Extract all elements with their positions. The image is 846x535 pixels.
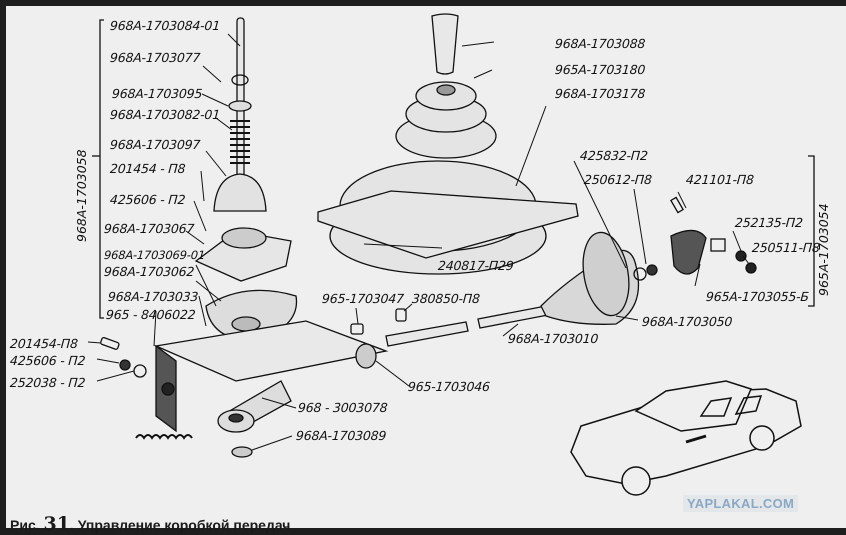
figure-caption: Рис. 31. Управление коробкой передач bbox=[10, 513, 290, 535]
label-knob: 968А-1703088 bbox=[554, 36, 646, 51]
car-illustration bbox=[570, 380, 802, 496]
label-lock-washer-upper: 425606 - П2 bbox=[109, 192, 186, 207]
label-clamp: 965-1703047 bbox=[321, 291, 405, 306]
label-boot-clip: 240817-П29 bbox=[437, 258, 515, 273]
label-boot-large: 968А-1703178 bbox=[554, 86, 646, 101]
label-washer-top: 968А-1703095 bbox=[111, 86, 203, 101]
label-lock-washer-right: 425832-П2 bbox=[579, 148, 649, 163]
label-bolt-right: 421101-П8 bbox=[685, 172, 755, 187]
label-bushing: 965-1703046 bbox=[407, 379, 491, 394]
label-ball-joint: 968А-1703097 bbox=[109, 137, 201, 152]
left-group-bracket bbox=[99, 19, 104, 319]
caption-prefix: Рис. bbox=[10, 517, 40, 533]
left-assembly-label: 968А-1703058 bbox=[74, 149, 89, 242]
label-spring: 968А-1703082-01 bbox=[109, 107, 221, 122]
label-lock-washer-lower: 425606 - П2 bbox=[9, 353, 86, 368]
label-lever-base: 968А-1703062 bbox=[103, 264, 195, 279]
diagram-sheet: 968А-1703058 965А-1703054 968А-1703084-0… bbox=[6, 6, 846, 535]
label-bottom-washer: 968А-1703089 bbox=[295, 428, 387, 443]
shaft-part bbox=[350, 305, 549, 369]
label-shaft: 968А-1703010 bbox=[507, 331, 599, 346]
label-nut-small: 250511-П8 bbox=[751, 240, 821, 255]
exploded-view-drawing bbox=[87, 13, 815, 496]
label-flange: 965А-1703055-Б bbox=[705, 289, 810, 304]
label-bolt-lower: 201454-П8 bbox=[9, 336, 79, 351]
knob-part bbox=[431, 13, 459, 75]
floor-cover-plate bbox=[317, 190, 579, 259]
label-rivet: 965 - 8406022 bbox=[105, 307, 196, 322]
return-spring-part bbox=[135, 434, 193, 440]
label-plate: 968А-1703033 bbox=[107, 289, 199, 304]
lever-housing-part bbox=[194, 227, 292, 282]
leader-lines bbox=[87, 33, 750, 451]
lever-rod-part bbox=[228, 17, 252, 179]
label-washer-right: 252135-П2 bbox=[734, 215, 804, 230]
label-lock-ring: 968А-1703077 bbox=[109, 50, 201, 65]
label-lever-housing: 968А-1703067 bbox=[103, 221, 195, 236]
site-watermark: YAPLAKAL.COM bbox=[683, 495, 799, 512]
label-boot-small: 965А-1703180 bbox=[554, 62, 646, 77]
label-screw: 380850-П8 bbox=[411, 291, 481, 306]
label-washer-lower: 252038 - П2 bbox=[9, 375, 86, 390]
label-selector-arm: 968 - 3003078 bbox=[297, 400, 388, 415]
selector-arm-part bbox=[217, 380, 292, 458]
label-gasket: 968А-1703069-01 bbox=[103, 248, 206, 262]
flange-part bbox=[633, 196, 757, 281]
figure-number: 31 bbox=[43, 513, 70, 535]
shaft-boot-part bbox=[540, 231, 640, 325]
label-shaft-boot: 968А-1703050 bbox=[641, 314, 733, 329]
label-lever-rod: 968А-1703084-01 bbox=[109, 18, 221, 33]
caption-title: . Управление коробкой передач bbox=[69, 517, 291, 533]
mounting-plate-part bbox=[153, 320, 389, 433]
label-bolt-upper: 201454 - П8 bbox=[109, 161, 186, 176]
right-group-bracket bbox=[808, 155, 815, 307]
lower-fasteners bbox=[100, 337, 147, 378]
label-nut-right: 250612-П8 bbox=[583, 172, 653, 187]
ball-joint-part bbox=[213, 173, 267, 212]
